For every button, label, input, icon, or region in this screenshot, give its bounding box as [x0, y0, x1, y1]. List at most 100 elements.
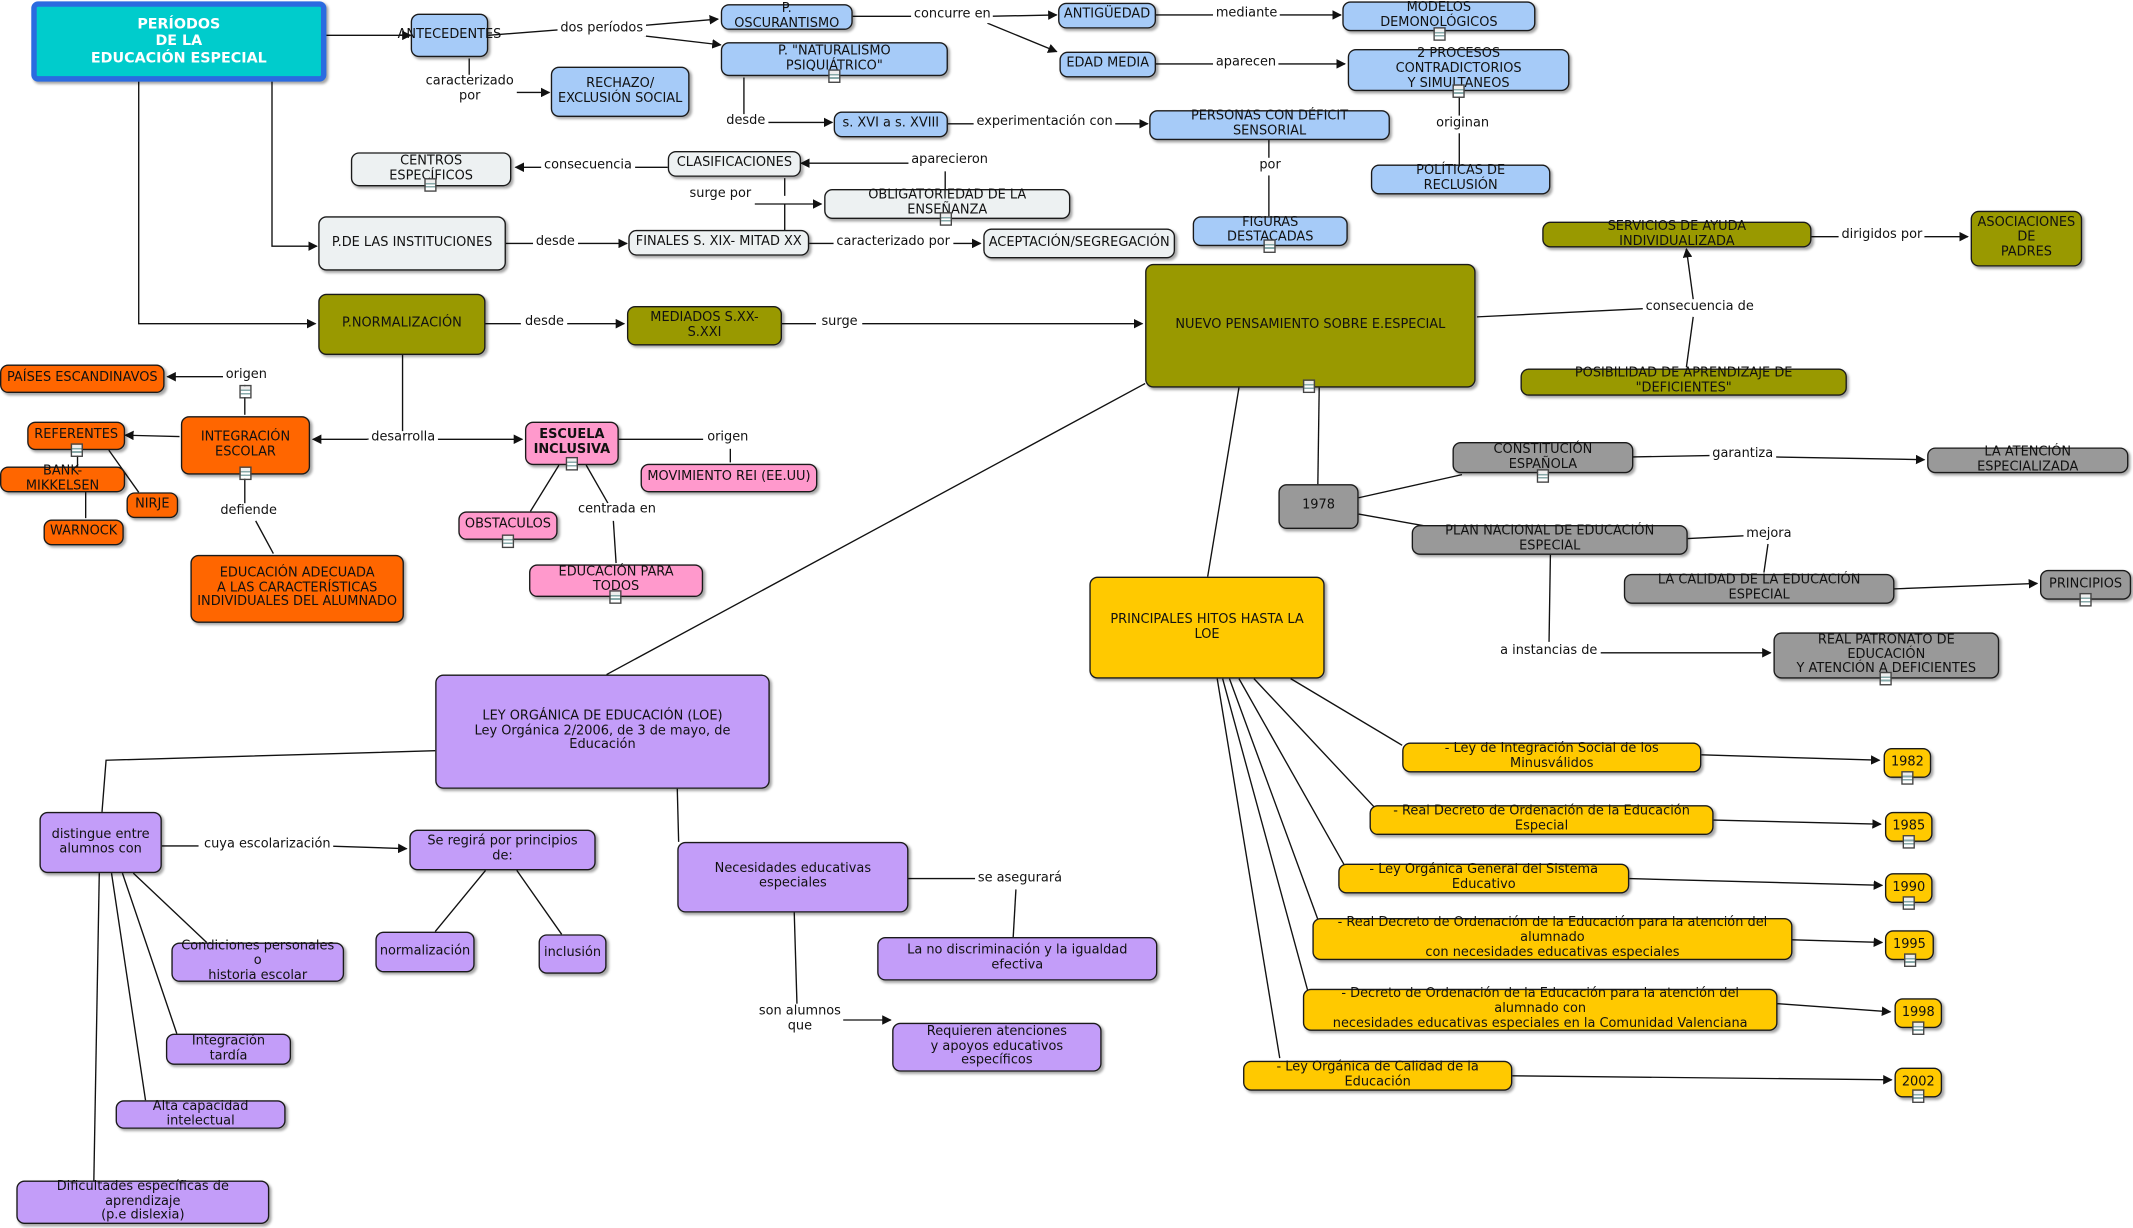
requieren-node[interactable]: Requieren atenciones y apoyos educativos…: [892, 1022, 1102, 1072]
siglos-xvi-xviii-node[interactable]: s. XVI a s. XVIII: [833, 111, 948, 138]
link-label: a instancias de: [1497, 643, 1601, 660]
link-label: experimentación con: [973, 114, 1116, 131]
link-label: surge por: [686, 186, 754, 203]
resource-icon[interactable]: [1879, 671, 1892, 686]
resource-icon[interactable]: [828, 69, 841, 83]
resource-icon[interactable]: [1912, 1089, 1925, 1103]
rd-ordenacion-node[interactable]: - Real Decreto de Ordenación de la Educa…: [1369, 804, 1714, 836]
finales-xix-node[interactable]: FINALES S. XIX- MITAD XX: [628, 229, 810, 256]
dos-procesos-node[interactable]: 2 PROCESOS CONTRADICTORIOS Y SIMULTANEOS: [1347, 46, 1570, 92]
link-label: defiende: [217, 503, 280, 520]
resource-icon[interactable]: [1302, 379, 1316, 394]
paises-escandinavos-node[interactable]: PAÍSES ESCANDINAVOS: [0, 364, 165, 394]
link-label: origen: [223, 367, 270, 384]
resource-icon[interactable]: [1901, 771, 1914, 785]
aceptacion-node[interactable]: ACEPTACIÓN/SEGREGACIÓN: [983, 228, 1176, 259]
rd-1995-node[interactable]: - Real Decreto de Ordenación de la Educa…: [1312, 916, 1793, 961]
ley-integracion-node[interactable]: - Ley de Integración Social de los Minus…: [1402, 741, 1702, 773]
link-label: concurre en: [911, 7, 994, 24]
resource-icon[interactable]: [2079, 592, 2092, 607]
link-label: caracterizado por: [833, 234, 953, 251]
posibilidad-aprendizaje-node[interactable]: POSIBILIDAD DE APRENDIZAJE DE "DEFICIENT…: [1520, 366, 1847, 396]
rechazo-node[interactable]: RECHAZO/ EXCLUSIÓN SOCIAL: [550, 66, 690, 117]
mediados-xx-xxi-node[interactable]: MEDIADOS S.XX-S.XXI: [626, 306, 782, 346]
edad-media-node[interactable]: EDAD MEDIA: [1059, 51, 1156, 78]
normalizacion-node[interactable]: normalización: [375, 931, 475, 973]
antiguedad-node[interactable]: ANTIGÜEDAD: [1058, 2, 1156, 29]
nee-node[interactable]: Necesidades educativas especiales: [677, 841, 909, 913]
inclusion-node[interactable]: inclusión: [538, 934, 607, 974]
real-patronato-node[interactable]: REAL PATRONATO DE EDUCACIÓN Y ATENCIÓN A…: [1773, 632, 2000, 679]
p-normalizacion-node[interactable]: P.NORMALIZACIÓN: [318, 293, 486, 355]
se-regira-node[interactable]: Se regirá por principios de:: [409, 829, 596, 871]
movimiento-rei-node[interactable]: MOVIMIENTO REI (EE.UU): [640, 463, 818, 493]
resource-icon[interactable]: [1536, 469, 1550, 483]
link-label: son alumnos que: [756, 1004, 844, 1035]
modelos-demonologicos-node[interactable]: MODELOS DEMONOLÓGICOS: [1342, 0, 1536, 32]
resource-icon[interactable]: [424, 178, 437, 192]
p-instituciones-node[interactable]: P.DE LAS INSTITUCIONES: [318, 216, 506, 271]
p-oscurantismo-node[interactable]: P. OSCURANTISMO: [720, 1, 853, 31]
resource-icon[interactable]: [1452, 84, 1465, 98]
year-1978-node[interactable]: 1978: [1278, 484, 1359, 530]
integracion-tardia-node[interactable]: Integración tardía: [165, 1033, 292, 1065]
link-label: por: [1256, 158, 1284, 174]
alta-capacidad-node[interactable]: Alta capacidad intelectual: [115, 1098, 286, 1129]
obligatoriedad-node[interactable]: OBLIGATORIEDAD DE LA ENSEÑANZA: [824, 188, 1071, 219]
resource-icon[interactable]: [609, 590, 622, 604]
clasificaciones-node[interactable]: CLASIFICACIONES: [667, 150, 802, 177]
link-label: se asegurará: [975, 871, 1065, 887]
principales-hitos-node[interactable]: PRINCIPALES HITOS HASTA LA LOE: [1089, 576, 1325, 679]
resource-icon[interactable]: [239, 384, 252, 399]
nuevo-pensamiento-node[interactable]: NUEVO PENSAMIENTO SOBRE E.ESPECIAL: [1145, 263, 1476, 388]
plan-nacional-node[interactable]: PLAN NACIONAL DE EDUCACIÓN ESPECIAL: [1411, 524, 1688, 555]
nirje-node[interactable]: NIRJE: [126, 492, 179, 519]
warnock-node[interactable]: WARNOCK: [43, 519, 124, 546]
link-label: desarrolla: [368, 430, 438, 446]
antecedentes-node[interactable]: ANTECEDENTES: [398, 13, 501, 58]
resource-icon[interactable]: [501, 534, 515, 549]
link-label: consecuencia: [541, 158, 635, 174]
condiciones-node[interactable]: Condiciones personales o historia escola…: [171, 939, 345, 983]
link-label: garantiza: [1709, 446, 1776, 463]
title-node[interactable]: PERÍODOS DE LA EDUCACIÓN ESPECIAL: [31, 1, 327, 82]
link-label: dirigidos por: [1838, 227, 1926, 244]
personas-deficit-node[interactable]: PERSONAS CON DÉFICIT SENSORIAL: [1149, 109, 1390, 141]
politicas-reclusion-node[interactable]: POLÍTICAS DE RECLUSIÓN: [1370, 163, 1551, 195]
link-label: originan: [1433, 116, 1492, 132]
link-label: desde: [533, 234, 578, 251]
calidad-ee-node[interactable]: LA CALIDAD DE LA EDUCACIÓN ESPECIAL: [1623, 573, 1895, 604]
resource-icon[interactable]: [1902, 896, 1915, 910]
dificultades-node[interactable]: Dificultades específicas de aprendizaje …: [16, 1179, 270, 1224]
link-label: cuya escolarización: [201, 837, 334, 853]
resource-icon[interactable]: [1912, 1021, 1925, 1035]
bank-mikkelsen-node[interactable]: BANK-MIKKELSEN: [0, 463, 126, 493]
integracion-escolar-node[interactable]: INTEGRACIÓN ESCOLAR: [180, 416, 311, 475]
link-label: aparecieron: [908, 152, 991, 169]
atencion-especializada-node[interactable]: LA ATENCIÓN ESPECIALIZADA: [1927, 444, 2129, 474]
resource-icon[interactable]: [239, 466, 252, 481]
link-label: centrada en: [575, 502, 659, 519]
loe-node[interactable]: LEY ORGÁNICA DE EDUCACIÓN (LOE) Ley Orgá…: [435, 674, 770, 789]
decreto-cv-node[interactable]: - Decreto de Ordenación de la Educación …: [1302, 986, 1778, 1031]
resource-icon[interactable]: [1902, 835, 1915, 849]
no-discriminacion-node[interactable]: La no discriminación y la igualdad efect…: [877, 937, 1158, 981]
servicios-ayuda-node[interactable]: SERVICIOS DE AYUDA INDIVIDUALIZADA: [1542, 218, 1812, 248]
resource-icon[interactable]: [565, 456, 578, 471]
resource-icon[interactable]: [939, 212, 952, 226]
resource-icon[interactable]: [1433, 27, 1446, 41]
educacion-adecuada-node[interactable]: EDUCACIÓN ADECUADA A LAS CARACTERÍSTICAS…: [190, 554, 404, 623]
logse-node[interactable]: - Ley Orgánica General del Sistema Educa…: [1338, 862, 1630, 894]
link-label: consecuencia de: [1642, 299, 1757, 316]
loce-node[interactable]: - Ley Orgánica de Calidad de la Educació…: [1243, 1060, 1513, 1091]
resource-icon[interactable]: [70, 443, 83, 457]
link-label: desde: [522, 314, 567, 331]
constitucion-node[interactable]: CONSTITUCIÓN ESPAÑOLA: [1452, 441, 1634, 474]
resource-icon[interactable]: [1263, 239, 1276, 253]
link-label: origen: [704, 430, 752, 446]
link-label: desde: [723, 113, 768, 130]
asociaciones-padres-node[interactable]: ASOCIACIONES DE PADRES: [1970, 210, 2083, 267]
distingue-node[interactable]: distingue entre alumnos con: [39, 811, 162, 874]
resource-icon[interactable]: [1904, 953, 1917, 967]
